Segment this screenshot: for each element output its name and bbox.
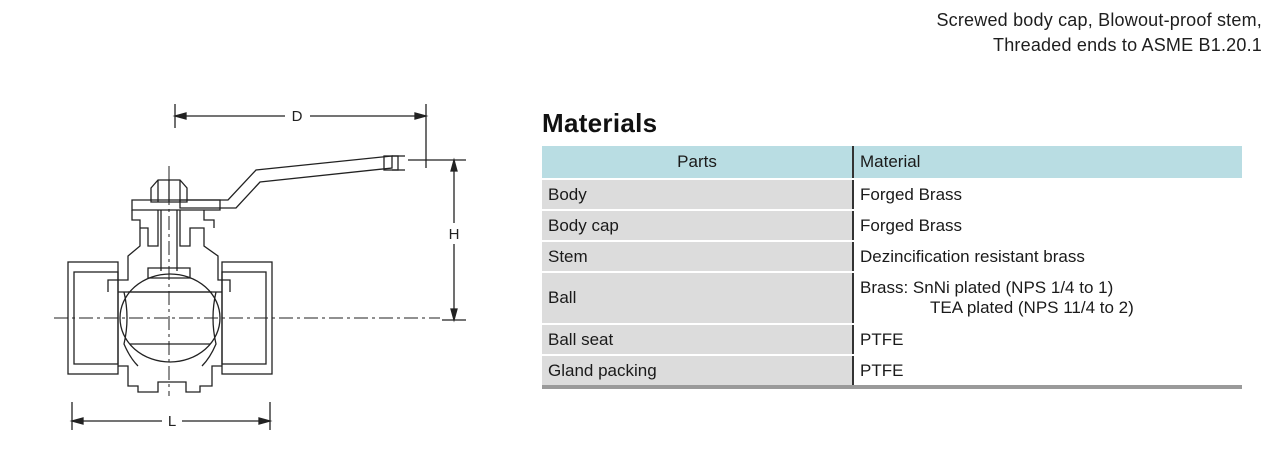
material-cell: Forged Brass	[852, 210, 1242, 242]
ball-line1-fraction: 1/4	[1050, 278, 1075, 297]
ball-material-line-2: TEA plated (NPS 11/4 to 2)	[860, 298, 1236, 318]
dim-h-label: H	[449, 226, 460, 243]
dim-d-label: D	[292, 108, 303, 125]
table-header-row: Parts Material	[542, 146, 1242, 180]
ball-line1-suffix: to 1)	[1074, 278, 1114, 297]
materials-table: Parts Material Body Forged Brass Body ca…	[542, 146, 1242, 389]
part-cell: Ball seat	[542, 324, 853, 356]
table-row: Body Forged Brass	[542, 179, 1242, 211]
features-line-1: Screwed body cap, Blowout-proof stem,	[936, 10, 1262, 30]
features-note: Screwed body cap, Blowout-proof stem, Th…	[936, 8, 1262, 58]
header-material: Material	[852, 146, 1242, 180]
table-row: Gland packing PTFE	[542, 355, 1242, 389]
material-cell: Forged Brass	[852, 179, 1242, 211]
ball-line2-fraction: 1/4	[1071, 298, 1096, 317]
header-parts: Parts	[542, 146, 853, 180]
material-cell: Brass: SnNi plated (NPS 1/4 to 1) TEA pl…	[852, 272, 1242, 325]
table-row: Stem Dezincification resistant brass	[542, 241, 1242, 273]
dim-l-label: L	[168, 413, 176, 430]
part-cell: Stem	[542, 241, 853, 273]
material-cell: PTFE	[852, 324, 1242, 356]
part-cell: Body cap	[542, 210, 853, 242]
ball-material-line-1: Brass: SnNi plated (NPS 1/4 to 1)	[860, 278, 1236, 298]
ball-valve-drawing: D H L	[54, 104, 466, 430]
part-cell: Body	[542, 179, 853, 211]
features-line-2: Threaded ends to ASME B1.20.1	[993, 35, 1262, 55]
table-row: Body cap Forged Brass	[542, 210, 1242, 242]
ball-line1-prefix: Brass: SnNi plated (NPS	[860, 278, 1051, 297]
table-row: Ball seat PTFE	[542, 324, 1242, 356]
table-row: Ball Brass: SnNi plated (NPS 1/4 to 1) T…	[542, 272, 1242, 325]
ball-line2-suffix: to 2)	[1095, 298, 1134, 317]
material-cell: PTFE	[852, 355, 1242, 389]
ball-line2-prefix: TEA plated (NPS 1	[930, 298, 1072, 317]
materials-title: Materials	[542, 108, 658, 138]
part-cell: Ball	[542, 272, 853, 325]
part-cell: Gland packing	[542, 355, 853, 389]
material-cell: Dezincification resistant brass	[852, 241, 1242, 273]
